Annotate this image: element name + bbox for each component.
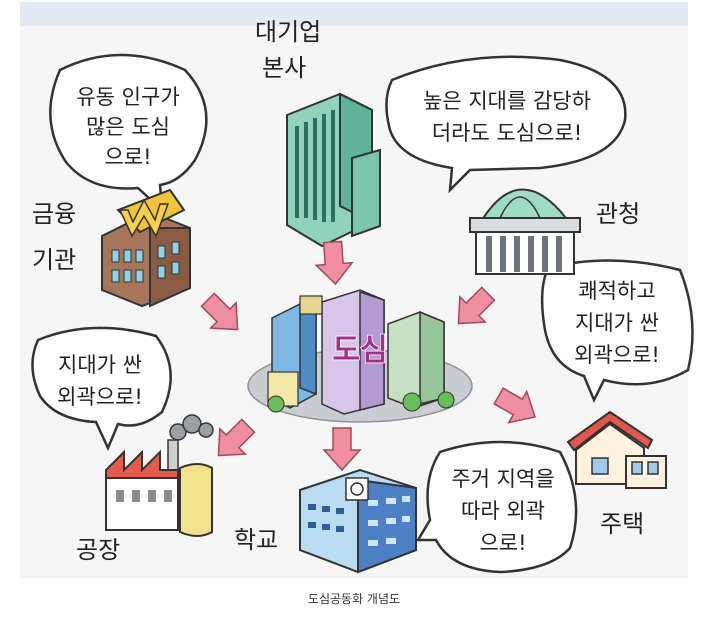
corp-hq-building-icon: [286, 92, 381, 248]
downtown-cluster-icon: 도심: [247, 289, 473, 423]
figure-caption: 도심공동화 개념도: [307, 592, 401, 606]
label-school: 학교: [234, 526, 278, 554]
bubble-high-rent: 높은 지대를 감당하 더라도 도심으로!: [385, 55, 627, 194]
bubble-pleasant-line2: 지대가 싼: [575, 311, 659, 335]
label-finance-line1: 금융: [32, 200, 76, 228]
label-corp-hq-line2: 본사: [262, 54, 306, 82]
bubble-high-rent-line1: 높은 지대를 감당하: [423, 89, 591, 113]
label-finance-line2: 기관: [32, 246, 76, 274]
arrow-to-house: [493, 387, 537, 424]
bubble-cheap-outskirts: 지대가 싼 외곽으로!: [31, 326, 172, 452]
bubble-floating-line3: 으로!: [104, 145, 151, 169]
bubble-pleasant-line1: 쾌적하고: [578, 279, 655, 303]
bubble-cheap-line1: 지대가 싼: [58, 353, 142, 377]
bubble-floating-population: 유동 인구가 많은 도심 으로!: [49, 53, 208, 214]
school-building-icon: [299, 468, 417, 574]
label-corp-hq-line1: 대기업: [255, 18, 321, 46]
bubble-floating-line2: 많은 도심: [86, 115, 170, 139]
bubble-pleasant-outskirts: 쾌적하고 지대가 싼 외곽으로!: [540, 259, 694, 404]
label-house: 주택: [600, 510, 644, 538]
top-band: [20, 2, 688, 26]
downtown-label: 도심: [332, 333, 387, 368]
arrow-from-finance: [200, 292, 239, 331]
arrow-to-factory: [217, 418, 256, 457]
bubble-residential: 주거 지역을 따라 외곽 으로!: [415, 440, 578, 574]
bubble-cheap-line2: 외곽으로!: [57, 385, 143, 409]
bubble-residential-line1: 주거 지역을: [451, 467, 554, 491]
bubble-pleasant-line3: 외곽으로!: [574, 343, 660, 367]
gov-office-building-icon: [469, 188, 581, 275]
arrow-to-school: [322, 427, 362, 472]
arrow-from-corp-hq: [314, 240, 354, 286]
house-building-icon: [566, 410, 667, 489]
factory-building-icon: [105, 414, 214, 537]
bubble-high-rent-line2: 더라도 도심으로!: [432, 121, 582, 145]
arrow-from-gov-office: [457, 286, 496, 325]
bubble-residential-line3: 으로!: [479, 531, 526, 555]
finance-building-icon: [101, 188, 191, 308]
bubble-floating-line1: 유동 인구가: [76, 85, 179, 109]
label-factory: 공장: [76, 536, 120, 564]
bubble-residential-line2: 따라 외곽: [461, 499, 545, 523]
label-gov-office: 관청: [596, 200, 640, 228]
